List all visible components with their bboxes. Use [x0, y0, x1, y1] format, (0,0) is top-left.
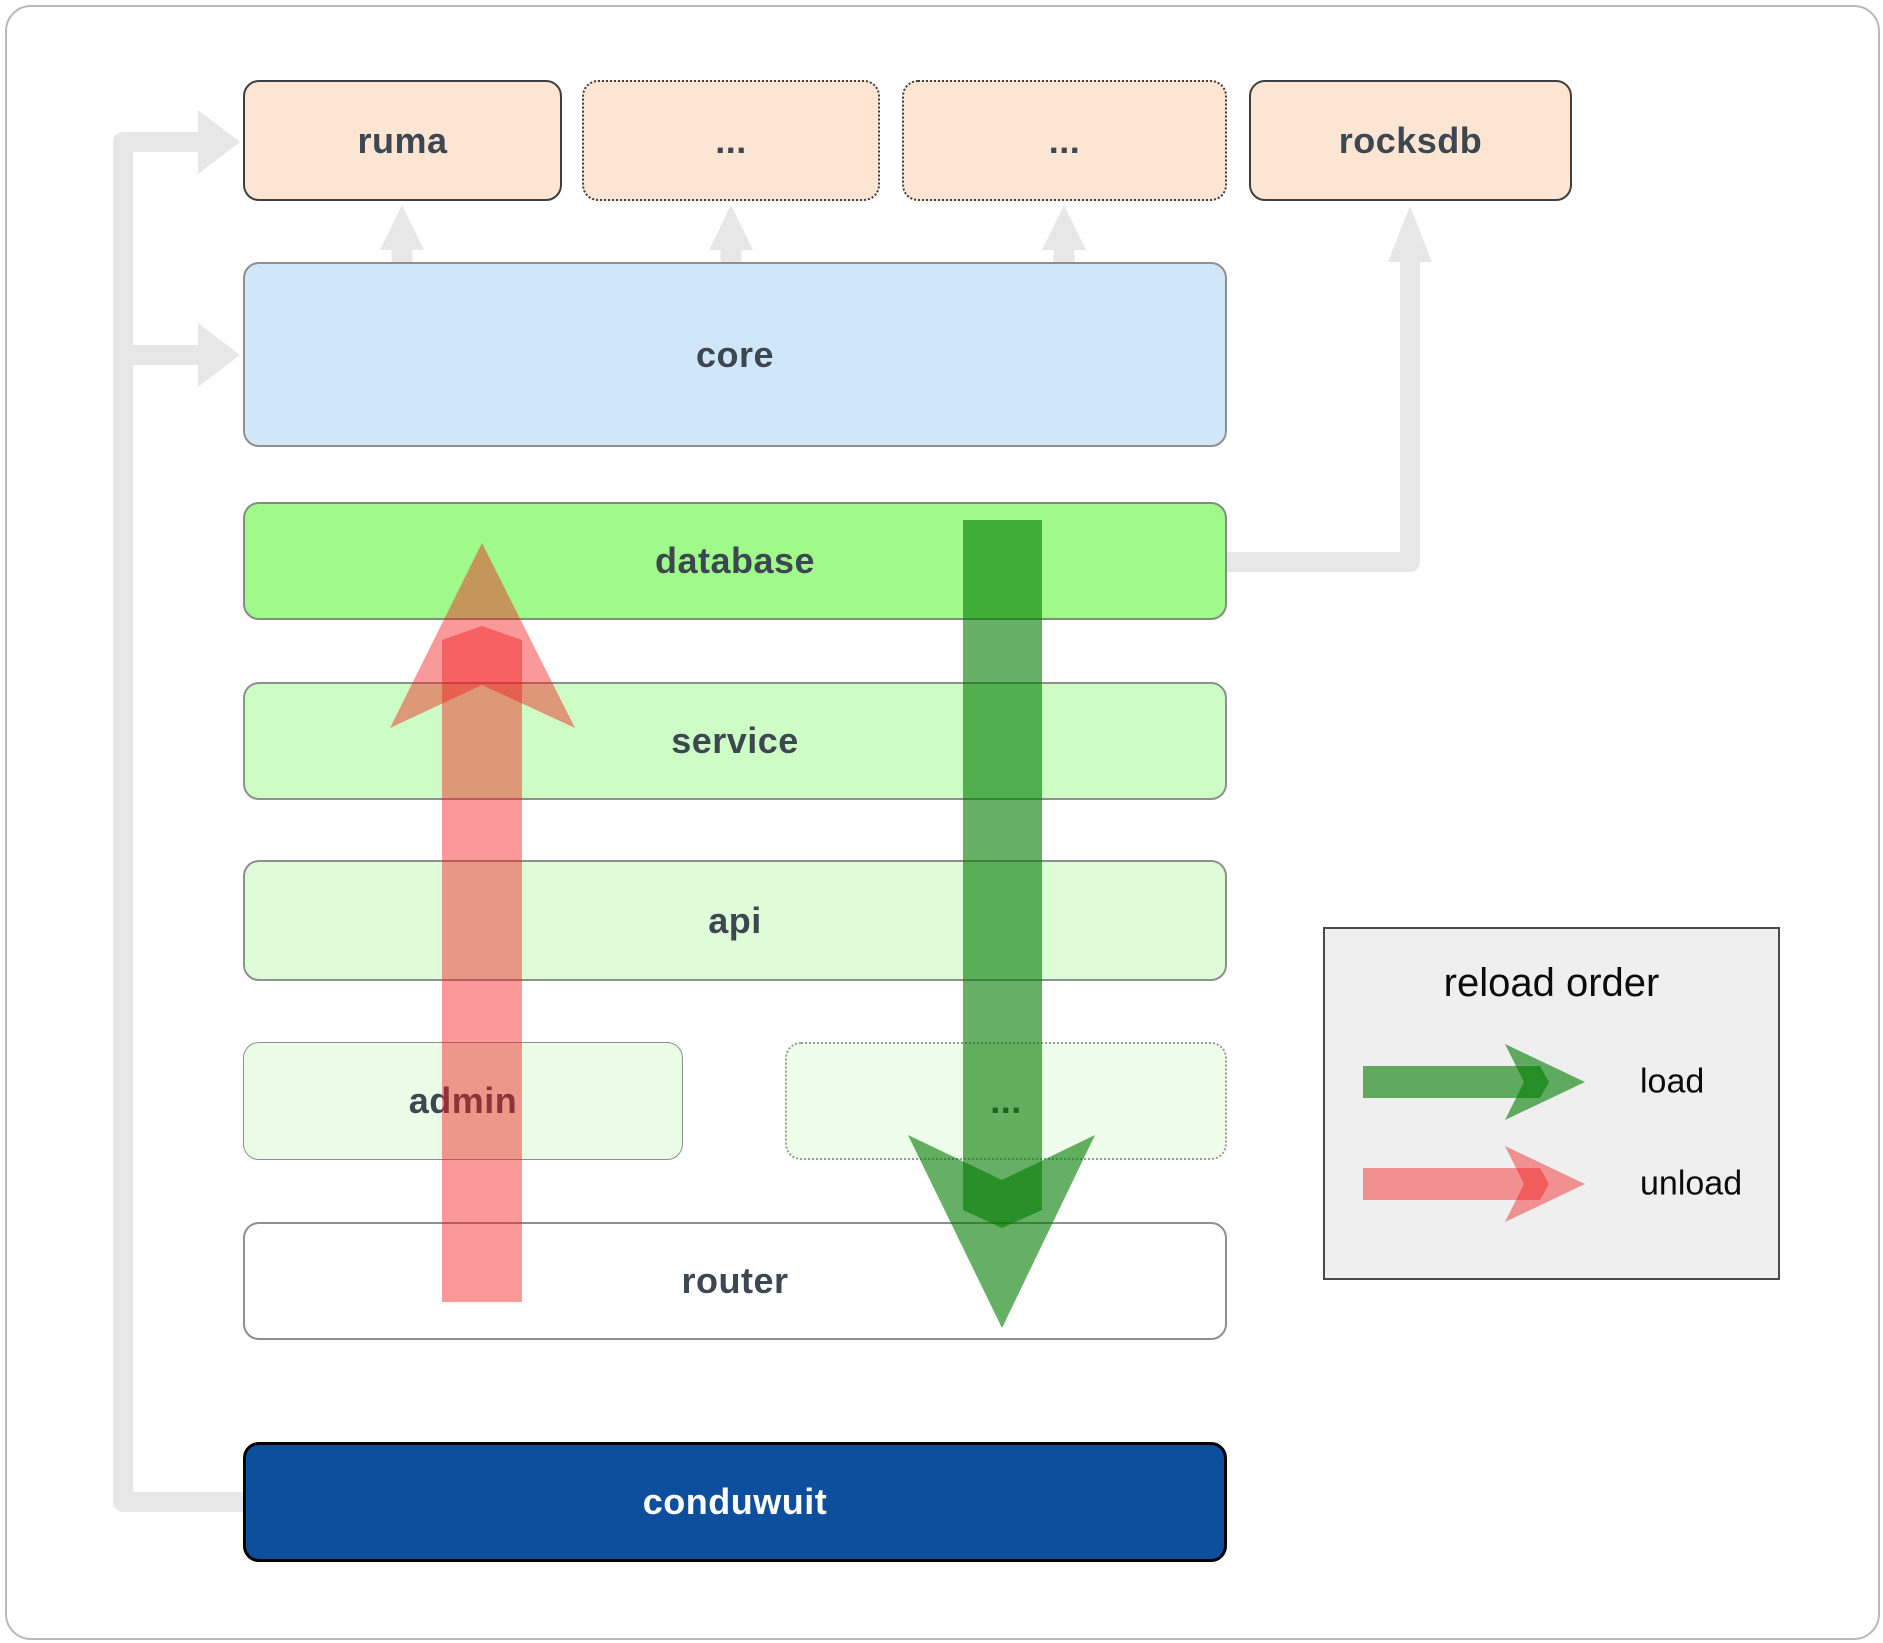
load-arrow-shaft: [963, 520, 1042, 1228]
unload-arrow-shaft: [442, 626, 522, 1302]
load-arrow-icon: [1363, 1044, 1585, 1120]
legend-item-load: load: [1325, 1042, 1778, 1122]
box-dependency-more-1-label: ...: [715, 119, 747, 161]
box-core-label: core: [695, 333, 775, 375]
legend-title: reload order: [1443, 961, 1660, 1005]
box-service-label: service: [671, 720, 799, 761]
arrowhead-into-core: [198, 323, 240, 387]
legend-load-label: load: [1640, 1062, 1705, 1101]
box-admin: admin: [243, 1042, 683, 1160]
connector-database-to-rocksdb: [1227, 206, 1432, 572]
legend-item-unload: unload: [1325, 1144, 1778, 1224]
box-router-label: router: [681, 1260, 789, 1301]
box-dependency-more-2: ...: [902, 80, 1227, 201]
box-rocksdb: rocksdb: [1249, 80, 1572, 201]
legend-unload-label: unload: [1640, 1164, 1743, 1203]
box-service: service: [243, 682, 1227, 800]
legend: reload order load unload: [1323, 927, 1780, 1280]
load-arrow: [908, 520, 1095, 1328]
box-ruma: ruma: [243, 80, 562, 201]
arrowhead-into-ruma: [198, 110, 240, 174]
box-admin-label: admin: [408, 1080, 518, 1121]
box-core: core: [243, 262, 1227, 447]
arrowhead-core-to-dep: [709, 205, 753, 250]
box-api-label: api: [708, 899, 762, 941]
box-api: api: [243, 860, 1227, 981]
box-conduwuit: conduwuit: [243, 1442, 1227, 1562]
unload-arrow-icon: [1363, 1146, 1585, 1222]
unload-arrow-head: [390, 543, 575, 728]
load-arrow-head: [908, 1135, 1095, 1328]
box-database: database: [243, 502, 1227, 620]
box-dependency-more-2-label: ...: [1048, 119, 1081, 161]
box-database-label: database: [654, 540, 816, 581]
arrowhead-core-to-ruma: [380, 205, 424, 250]
box-ruma-label: ruma: [357, 119, 448, 161]
box-conduwuit-label: conduwuit: [642, 1481, 828, 1522]
box-router: router: [243, 1222, 1227, 1340]
connector-conduwuit-to-deps: [113, 110, 243, 1512]
box-dependency-more-1: ...: [582, 80, 880, 201]
arrowhead-core-to-dep2: [1042, 205, 1086, 250]
arrowhead-into-rocksdb: [1388, 206, 1432, 262]
box-rocksdb-label: rocksdb: [1338, 119, 1483, 161]
connector-core-to-deps: [380, 205, 1086, 263]
unload-arrow: [390, 543, 575, 1302]
